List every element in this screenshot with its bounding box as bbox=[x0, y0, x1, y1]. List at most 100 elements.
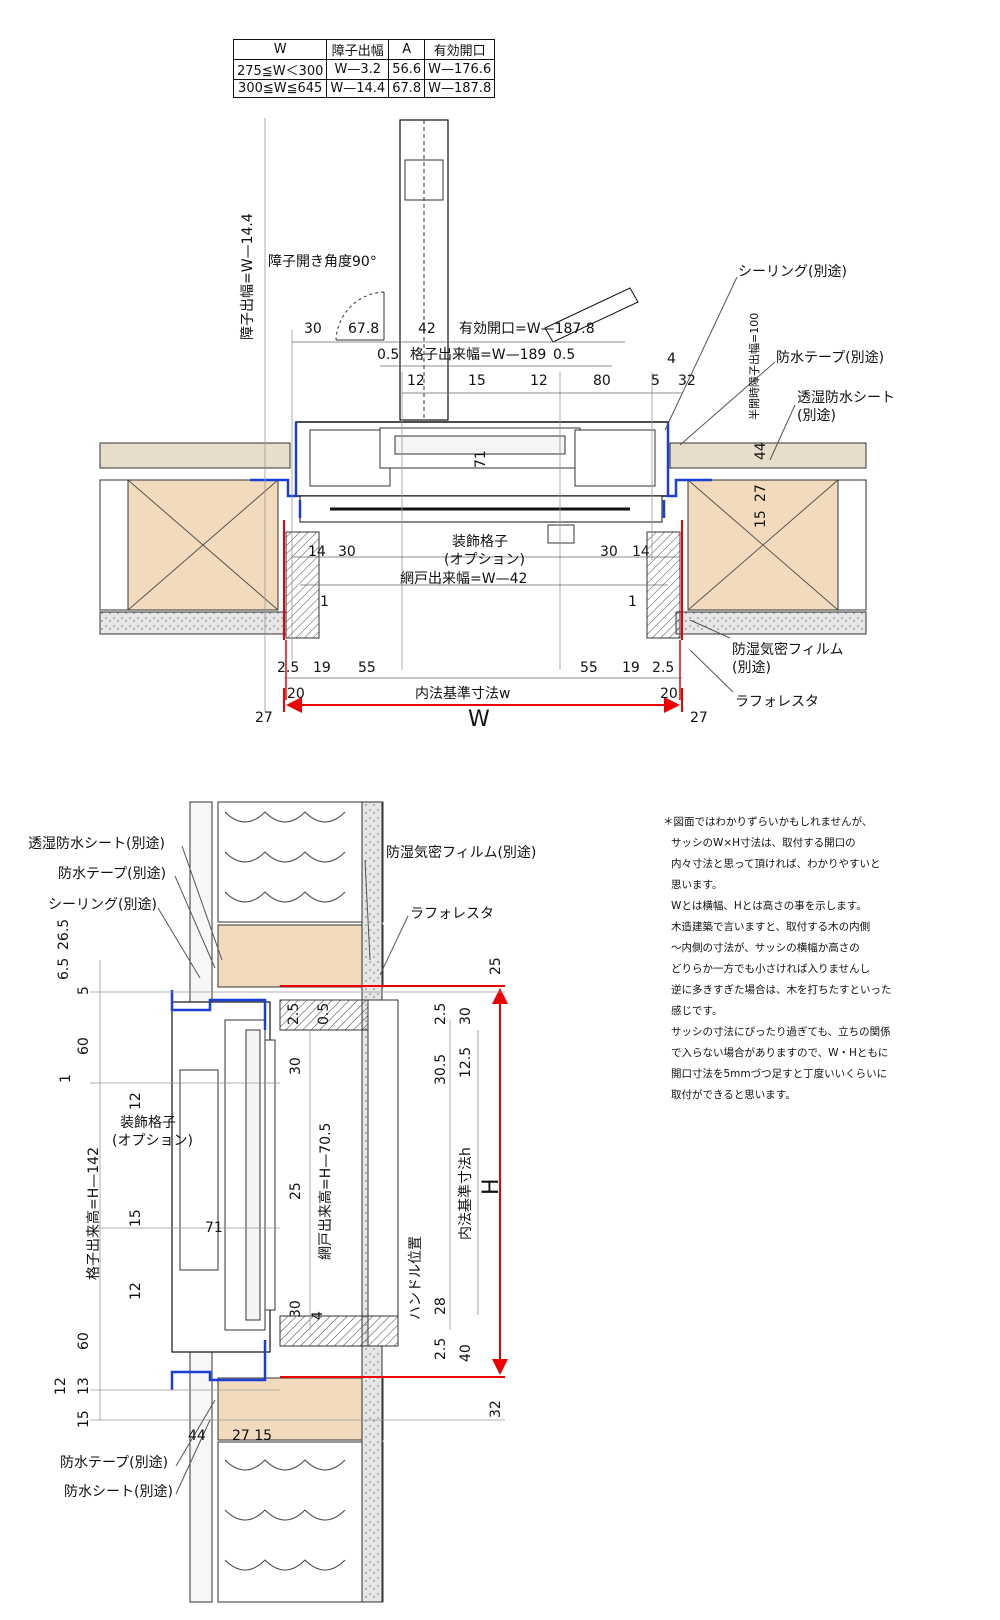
dim-label: 1 bbox=[320, 594, 329, 610]
section-option-label: (オプション) bbox=[112, 1133, 193, 1149]
section-view bbox=[90, 801, 508, 1603]
handle-position-label: ハンドル位置 bbox=[408, 1236, 424, 1320]
dim-label: 5 bbox=[76, 986, 92, 995]
sill-wood bbox=[217, 1377, 384, 1441]
lattice-width-label: 格子出来幅=W—189 bbox=[410, 347, 546, 363]
header-wood bbox=[217, 924, 384, 988]
dim-label: 27 bbox=[690, 710, 708, 726]
h-label: H bbox=[479, 1178, 504, 1195]
dim-label: 12.5 bbox=[458, 1047, 474, 1078]
inner-std-w-label: 内法基準寸法w bbox=[415, 685, 510, 702]
lath-label: ラフォレスタ bbox=[735, 694, 819, 710]
screen-height-label: 網戸出来高=H—70.5 bbox=[317, 1123, 334, 1260]
dim-label: 30 bbox=[458, 1007, 474, 1025]
dim-label: 2.5 bbox=[652, 660, 674, 676]
dim-label: 30 bbox=[304, 321, 322, 337]
dim-label: 60 bbox=[76, 1332, 92, 1350]
dim-label: 27 15 bbox=[232, 1428, 272, 1444]
dim-label: 30 bbox=[600, 544, 618, 560]
note-line: 木造建築で言いますと、取付する木の内側 bbox=[671, 921, 871, 933]
dim-label: 32 bbox=[678, 373, 696, 389]
note-line: で入らない場合がありますので、W・Hともに bbox=[671, 1047, 889, 1059]
dim-label: 19 bbox=[313, 660, 331, 676]
dim-label: 13 bbox=[76, 1377, 92, 1395]
dim-label: 12 bbox=[128, 1282, 144, 1300]
dim-label: 42 bbox=[418, 321, 436, 337]
dim-label: 15 bbox=[128, 1209, 144, 1227]
dim-label: 80 bbox=[593, 373, 611, 389]
dim-label: 4 bbox=[310, 1311, 326, 1320]
film-label: 防湿気密フィルム bbox=[732, 641, 843, 658]
dim-label: 14 bbox=[632, 544, 650, 560]
dim-label: 15 bbox=[468, 373, 486, 389]
dim-label: 15 bbox=[76, 1410, 92, 1428]
section-tape-label: 防水テープ(別途) bbox=[58, 865, 166, 882]
dim-label: 0.5 bbox=[377, 347, 399, 363]
section-sealing-top bbox=[170, 990, 267, 1030]
dim-label: 2.5 bbox=[433, 1003, 449, 1025]
dim-label: 30 bbox=[338, 544, 356, 560]
note-line: Wとは横幅、Hとは高さの事を示します。 bbox=[671, 900, 867, 912]
dim-label: 5 bbox=[651, 373, 660, 389]
shoji-width-label: 障子出幅=W—14.4 bbox=[240, 213, 256, 340]
tape-label: 防水テープ(別途) bbox=[776, 349, 884, 366]
dim-label: 44 bbox=[188, 1428, 206, 1444]
sill-jamb bbox=[279, 1315, 399, 1347]
spec-cell: 56.6 bbox=[388, 59, 426, 80]
bottom-tape-label: 防水テープ(別途) bbox=[60, 1454, 168, 1471]
dim-label: 27 bbox=[753, 484, 769, 502]
screen-width-label: 網戸出来幅=W—42 bbox=[400, 571, 527, 587]
dim-label: 40 bbox=[458, 1344, 474, 1362]
dim-label: 28 bbox=[433, 1297, 449, 1315]
dim-label: 12 bbox=[530, 373, 548, 389]
dim-label: 60 bbox=[76, 1037, 92, 1055]
open-angle-label: 障子開き角度90° bbox=[268, 254, 377, 270]
dim-label: 30 bbox=[288, 1300, 304, 1318]
dim-label: 0.5 bbox=[553, 347, 575, 363]
dim-label: 1 bbox=[628, 594, 637, 610]
dim-label: 27 bbox=[255, 710, 273, 726]
effective-opening-label: 有効開口=W—187.8 bbox=[459, 321, 595, 337]
sheet-label-2: (別途) bbox=[797, 407, 836, 424]
option-label: (オプション) bbox=[444, 552, 525, 568]
sealing-label: シーリング(別途) bbox=[738, 263, 847, 280]
dim-label: 0.5 bbox=[316, 1003, 332, 1025]
dim-label: 20 bbox=[287, 686, 305, 702]
note-line: どりらか一方でも小さければ入りませんし bbox=[671, 963, 871, 975]
note-line: 逆に多きすぎた場合は、木を打ちたすといった bbox=[671, 984, 892, 996]
dim-label: 12 bbox=[128, 1092, 144, 1110]
note-line: サッシのW×H寸法は、取付する開口の bbox=[671, 837, 856, 849]
dim-label: 20 bbox=[660, 686, 678, 702]
exterior-board-left bbox=[99, 442, 291, 469]
deco-lattice-label: 装飾格子 bbox=[452, 534, 508, 550]
section-sealing-label: シーリング(別途) bbox=[48, 896, 157, 913]
section-sheet-label: 透湿防水シート(別途) bbox=[28, 835, 165, 852]
sealing-line bbox=[250, 422, 712, 498]
dim-label: 55 bbox=[580, 660, 598, 676]
dim-label: 1 bbox=[58, 1074, 74, 1083]
dim-label: 2.5 bbox=[286, 1003, 302, 1025]
plan-view bbox=[99, 118, 867, 713]
note-line: サッシの寸法にぴったり過ぎても、立ちの関係 bbox=[671, 1026, 891, 1038]
note-line: 取付ができると思います。 bbox=[671, 1089, 796, 1101]
explanation-note: ＊図面ではわかりずらいかもしれませんが、 サッシのW×H寸法は、取付する開口の … bbox=[663, 812, 913, 1106]
film-label-2: (別途) bbox=[732, 659, 771, 676]
spec-cell: W—14.4 bbox=[326, 79, 390, 98]
dim-label: 32 bbox=[488, 1400, 504, 1418]
exterior-board-right bbox=[669, 442, 867, 469]
dim-label: 19 bbox=[622, 660, 640, 676]
section-sealing-bottom bbox=[170, 1340, 267, 1390]
dim-label: 4 bbox=[667, 351, 676, 367]
dim-label: 15 bbox=[753, 510, 769, 528]
note-line: 内々寸法と思って頂ければ、わかりやすいと bbox=[671, 858, 881, 870]
inner-board-right bbox=[675, 611, 867, 635]
half-open-label: 半開時障子出幅=100 bbox=[747, 313, 761, 420]
spec-table: W 障子出幅 A 有効開口 275≦W＜300 W—3.2 56.6 W—176… bbox=[232, 39, 496, 98]
dim-label: 55 bbox=[358, 660, 376, 676]
dim-label: 14 bbox=[308, 544, 326, 560]
insulation-bottom bbox=[217, 1441, 384, 1603]
dim-label: 67.8 bbox=[348, 321, 379, 337]
dim-label: 12 bbox=[53, 1377, 69, 1395]
dim-label: 26.5 bbox=[56, 919, 72, 950]
